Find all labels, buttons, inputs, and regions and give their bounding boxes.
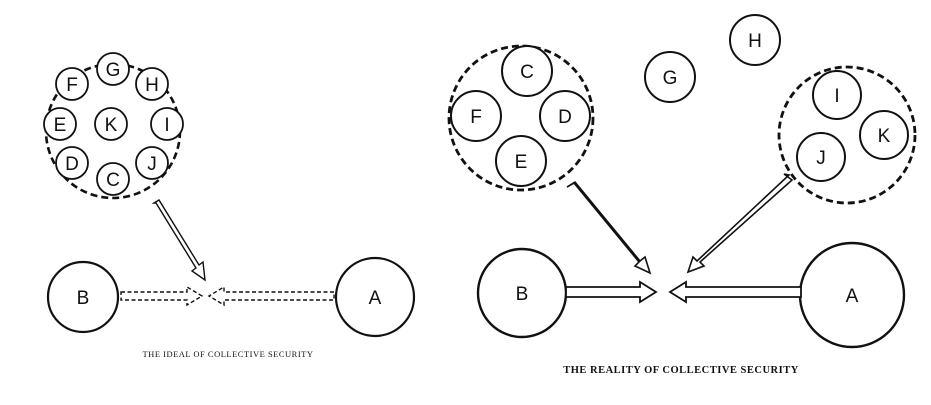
reality-panel: C F D E G H I K <box>447 14 917 376</box>
ideal-node-G-label: G <box>106 60 121 81</box>
reality-node-F: F <box>450 90 502 142</box>
reality-node-C-label: C <box>520 62 534 83</box>
ideal-node-H: H <box>135 67 169 101</box>
reality-node-I-label: I <box>834 86 839 107</box>
ideal-node-G: G <box>96 52 130 86</box>
reality-node-D-label: D <box>558 107 572 128</box>
reality-left-group-arrow <box>566 180 652 275</box>
ideal-node-H-label: H <box>145 75 159 96</box>
ideal-party-A: A <box>334 256 416 338</box>
reality-node-J-label: J <box>816 148 826 169</box>
reality-node-E: E <box>495 135 547 187</box>
reality-right-group-arrow <box>686 173 794 274</box>
ideal-node-D-label: D <box>65 154 79 175</box>
ideal-node-K: K <box>94 107 128 141</box>
ideal-node-J: J <box>135 146 169 180</box>
reality-node-K: K <box>859 110 909 160</box>
ideal-node-I-label: I <box>164 115 169 136</box>
ideal-node-J-label: J <box>147 154 157 175</box>
ideal-node-K-label: K <box>105 115 118 136</box>
reality-node-K-label: K <box>878 126 891 147</box>
reality-a-arrow <box>668 280 802 304</box>
reality-party-A: A <box>798 241 906 349</box>
ideal-node-C-label: C <box>106 170 120 191</box>
reality-party-A-label: A <box>846 286 859 307</box>
reality-node-I: I <box>812 70 862 120</box>
reality-right-group-circle <box>777 65 917 205</box>
reality-node-H-label: H <box>748 31 762 52</box>
ideal-node-I: I <box>150 107 184 141</box>
reality-node-G: G <box>644 51 696 103</box>
ideal-group-arrow <box>151 199 206 282</box>
ideal-node-F-label: F <box>66 75 78 96</box>
reality-party-B-label: B <box>516 284 529 305</box>
ideal-party-B-label: B <box>77 288 90 309</box>
ideal-party-B: B <box>46 260 120 334</box>
ideal-node-C: C <box>96 162 130 196</box>
ideal-party-A-label: A <box>369 288 382 309</box>
ideal-node-E: E <box>43 107 77 141</box>
reality-party-B: B <box>476 247 568 339</box>
reality-node-E-label: E <box>515 152 528 173</box>
reality-node-C: C <box>501 45 553 97</box>
ideal-b-arrow <box>120 285 204 307</box>
ideal-node-E-label: E <box>54 115 67 136</box>
ideal-panel: F G H E K I D C <box>43 52 416 359</box>
ideal-a-arrow <box>207 285 335 307</box>
reality-b-arrow <box>565 280 658 304</box>
ideal-node-F: F <box>55 67 89 101</box>
reality-caption: THE REALITY OF COLLECTIVE SECURITY <box>563 365 799 376</box>
reality-node-F-label: F <box>470 107 482 128</box>
reality-node-G-label: G <box>663 68 678 89</box>
reality-node-J: J <box>796 132 846 182</box>
ideal-node-D: D <box>55 146 89 180</box>
reality-left-group-circle <box>447 44 595 192</box>
reality-node-D: D <box>539 90 591 142</box>
ideal-caption: THE IDEAL OF COLLECTIVE SECURITY <box>142 349 313 359</box>
reality-node-H: H <box>729 14 781 66</box>
